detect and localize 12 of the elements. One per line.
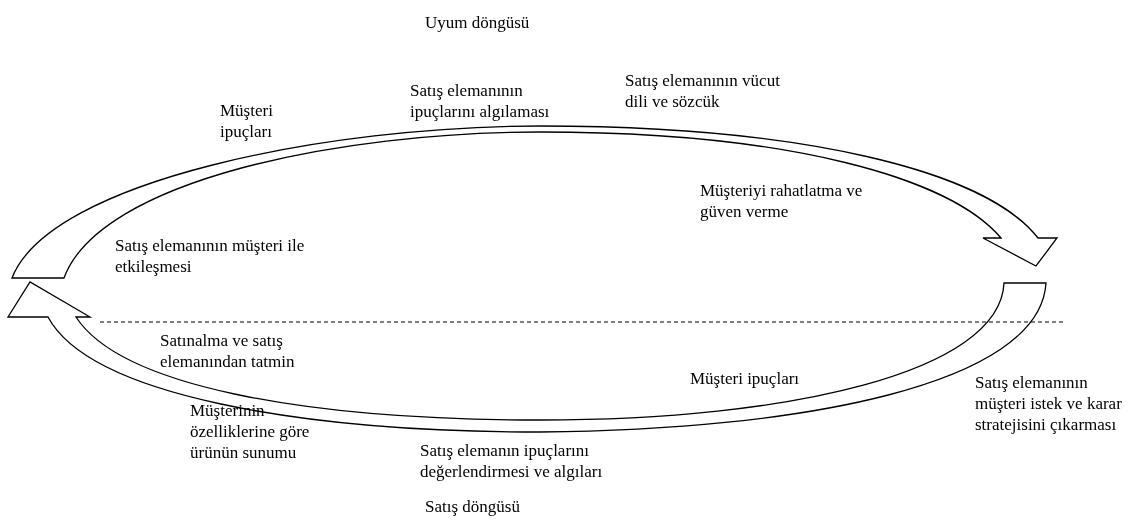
step-label: Müşteri ipuçları [220,100,274,142]
cycle-title: Satış döngüsü [425,496,520,517]
cycle-title: Uyum döngüsü [425,12,530,33]
step-label: Müşterinin özelliklerine göre ürünün sunumu [190,400,311,463]
step-label: Satınalma ve satış elemanından tatmin [160,330,296,372]
step-label: Satış elemanının vücut dili ve sözcük [625,70,781,112]
step-label: Müşteriyi rahatlatma ve güven verme [700,180,864,222]
step-label: Satış elemanın ipuçlarını değerlendirmesi ve algıları [420,440,604,482]
step-label: Satış elemanının müşteri istek ve karar stratejisini çıkarması [975,372,1123,435]
step-label: Müşteri ipuçları [690,368,800,389]
step-label: Satış elemanının müşteri ile etkileşmesi [115,235,306,277]
step-label: Satış elemanının ipuçlarını algılaması [410,80,550,122]
